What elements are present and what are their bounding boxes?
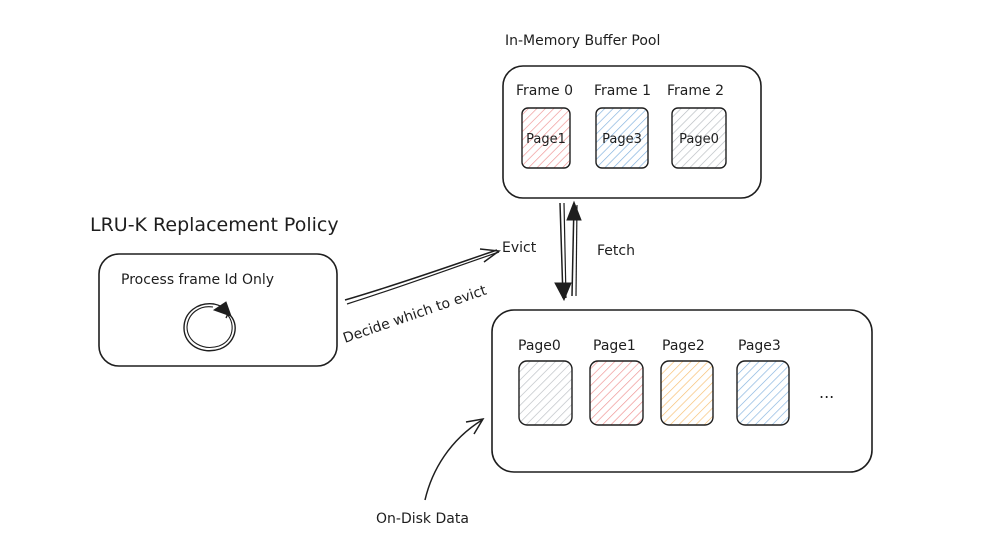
disk-page-block-1[interactable] xyxy=(589,360,644,426)
frame-page-block-0[interactable] xyxy=(521,107,571,169)
evict-arrow xyxy=(344,248,502,305)
policy-title: LRU-K Replacement Policy xyxy=(90,214,339,236)
fetch-label: Fetch xyxy=(597,243,635,259)
disk-page-label-0: Page0 xyxy=(518,338,561,354)
frame-page-block-1[interactable] xyxy=(595,107,649,169)
more-pages-ellipsis: ... xyxy=(819,383,834,402)
disk-page-block-3[interactable] xyxy=(736,360,790,426)
disk-page-label-1: Page1 xyxy=(593,338,636,354)
cycle-icon xyxy=(183,301,236,352)
frame-page-label-1: Page3 xyxy=(602,132,642,147)
frame-label-2: Frame 2 xyxy=(667,83,724,99)
evict-down-arrow xyxy=(554,202,572,302)
disk-page-block-2[interactable] xyxy=(660,360,714,426)
frame-label-0: Frame 0 xyxy=(516,83,573,99)
disk-page-block-0[interactable] xyxy=(518,360,573,426)
frame-page-label-2: Page0 xyxy=(679,132,719,147)
evict-label: Evict xyxy=(502,240,537,256)
on-disk-label: On-Disk Data xyxy=(376,511,469,527)
frame-page-label-0: Page1 xyxy=(526,132,566,147)
policy-box xyxy=(98,253,338,367)
fetch-up-arrow xyxy=(566,200,582,297)
buffer-pool-box xyxy=(502,65,762,199)
decide-label: Decide which to evict xyxy=(341,282,489,346)
frame-page-block-2[interactable] xyxy=(671,107,727,169)
buffer-pool-title: In-Memory Buffer Pool xyxy=(505,33,660,49)
on-disk-pointer-arrow xyxy=(424,417,485,501)
disk-box xyxy=(491,309,873,473)
policy-note: Process frame Id Only xyxy=(121,272,274,288)
disk-page-label-3: Page3 xyxy=(738,338,781,354)
disk-page-label-2: Page2 xyxy=(662,338,705,354)
frame-label-1: Frame 1 xyxy=(594,83,651,99)
